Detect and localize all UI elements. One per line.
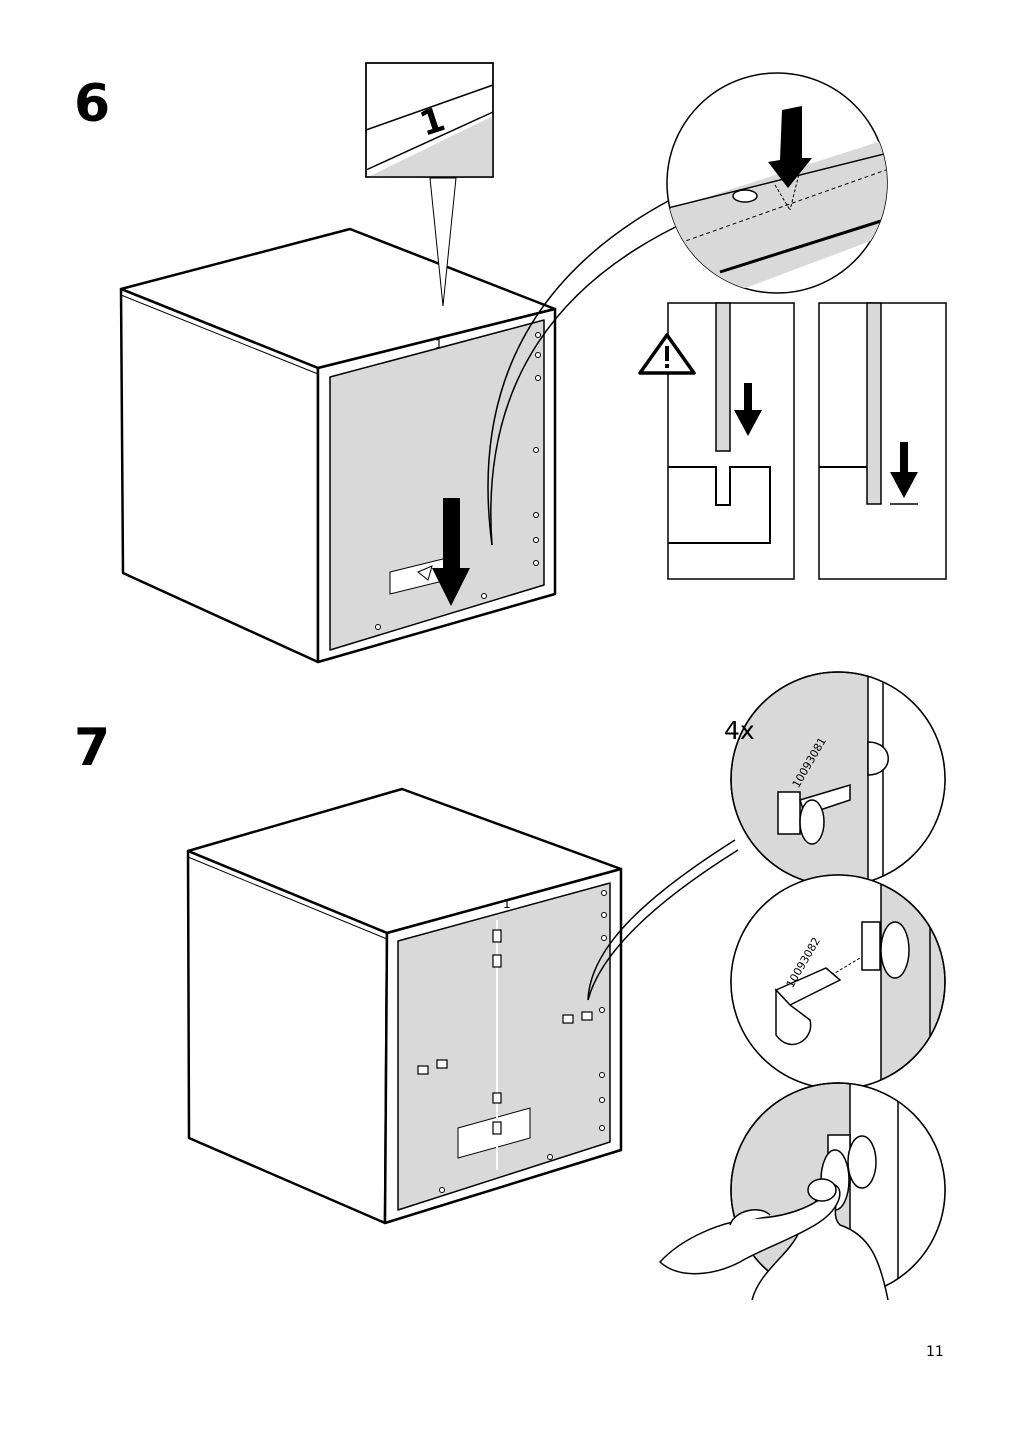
zoom-detail-6 — [666, 72, 888, 294]
frame-holes — [375, 332, 541, 630]
page-number: 11 — [926, 1344, 944, 1360]
warning-panel-wrong — [667, 302, 795, 580]
detail-label-box — [365, 62, 494, 307]
panel-mark-6: 1 — [435, 337, 443, 351]
down-arrow-icon — [432, 498, 470, 606]
clips-on-panel — [417, 920, 593, 1170]
correct-panel — [818, 302, 947, 580]
step-6-number: 6 — [74, 74, 111, 134]
zoom-connector-7 — [587, 839, 736, 1001]
zoom-connector — [490, 219, 691, 546]
warning-triangle-icon — [638, 333, 696, 375]
step-7-cabinet — [186, 787, 623, 1225]
hand-icon — [659, 1178, 889, 1301]
zoom-detail-clip-1 — [730, 671, 946, 887]
quantity-label: 4x — [724, 716, 755, 745]
panel-mark-7: 1 — [503, 897, 511, 911]
back-panel — [329, 319, 545, 651]
back-panel-7 — [397, 882, 611, 1211]
frame-holes-7 — [439, 890, 607, 1193]
zoom-detail-clip-2 — [730, 874, 946, 1090]
step-6-cabinet — [119, 227, 557, 664]
step-7-number: 7 — [74, 718, 111, 778]
